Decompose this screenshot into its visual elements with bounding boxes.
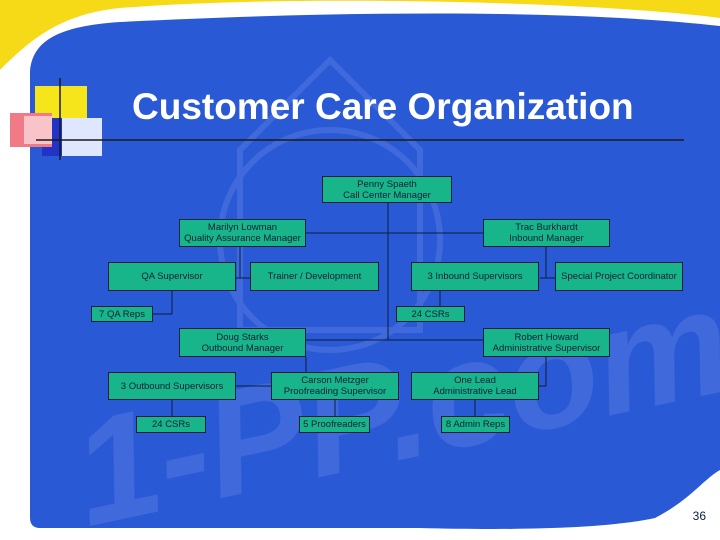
admin-lead-box: One Lead Administrative Lead — [411, 372, 539, 400]
outbound-manager-box: Doug Starks Outbound Manager — [179, 328, 306, 357]
special-project-coordinator-box: Special Project Coordinator — [555, 262, 683, 291]
inbound-csrs-box: 24 CSRs — [396, 306, 465, 322]
outbound-supervisors-box: 3 Outbound Supervisors — [108, 372, 236, 400]
name: Penny Spaeth — [357, 178, 417, 190]
label: 5 Proofreaders — [303, 419, 366, 430]
admin-supervisor-box: Robert Howard Administrative Supervisor — [483, 328, 610, 357]
qa-manager-box: Marilyn Lowman Quality Assurance Manager — [179, 219, 306, 247]
role: Administrative Lead — [433, 386, 517, 397]
role: Outbound Manager — [201, 342, 284, 354]
inbound-supervisors-box: 3 Inbound Supervisors — [411, 262, 539, 291]
proofreading-supervisor-box: Carson Metzger Proofreading Supervisor — [271, 372, 399, 400]
role: Quality Assurance Manager — [184, 233, 301, 244]
label: 24 CSRs — [151, 419, 190, 430]
qa-reps-box: 7 QA Reps — [91, 306, 153, 322]
name: One Lead — [454, 375, 496, 386]
slide-title: Customer Care Organization — [132, 86, 634, 127]
role: Call Center Manager — [343, 189, 431, 201]
call-center-manager-box: Penny Spaeth Call Center Manager — [322, 176, 452, 203]
label: 24 CSRs — [411, 308, 450, 320]
qa-supervisor-box: QA Supervisor — [108, 262, 236, 291]
trainer-box: Trainer / Development — [250, 262, 379, 291]
label: Special Project Coordinator — [561, 271, 677, 282]
label: 7 QA Reps — [99, 308, 145, 320]
name: Doug Starks — [216, 331, 269, 343]
role: Administrative Supervisor — [492, 342, 601, 354]
outbound-csrs-box: 24 CSRs — [136, 416, 206, 433]
page-number: 36 — [692, 509, 706, 523]
name: Robert Howard — [514, 331, 579, 343]
role: Inbound Manager — [509, 233, 584, 244]
role: Proofreading Supervisor — [283, 386, 387, 397]
name: Trac Burkhardt — [515, 222, 578, 233]
admin-reps-box: 8 Admin Reps — [441, 416, 510, 433]
label: 8 Admin Reps — [445, 419, 506, 430]
title-decoration — [10, 78, 684, 160]
inbound-manager-box: Trac Burkhardt Inbound Manager — [483, 219, 610, 247]
label: Trainer / Development — [267, 271, 362, 282]
name: Carson Metzger — [301, 375, 369, 386]
label: QA Supervisor — [141, 271, 203, 282]
label: 3 Inbound Supervisors — [427, 271, 523, 282]
name: Marilyn Lowman — [207, 222, 278, 233]
connectors — [152, 202, 556, 416]
proofreaders-box: 5 Proofreaders — [299, 416, 370, 433]
label: 3 Outbound Supervisors — [120, 380, 224, 392]
yellow-swoosh — [0, 0, 720, 70]
